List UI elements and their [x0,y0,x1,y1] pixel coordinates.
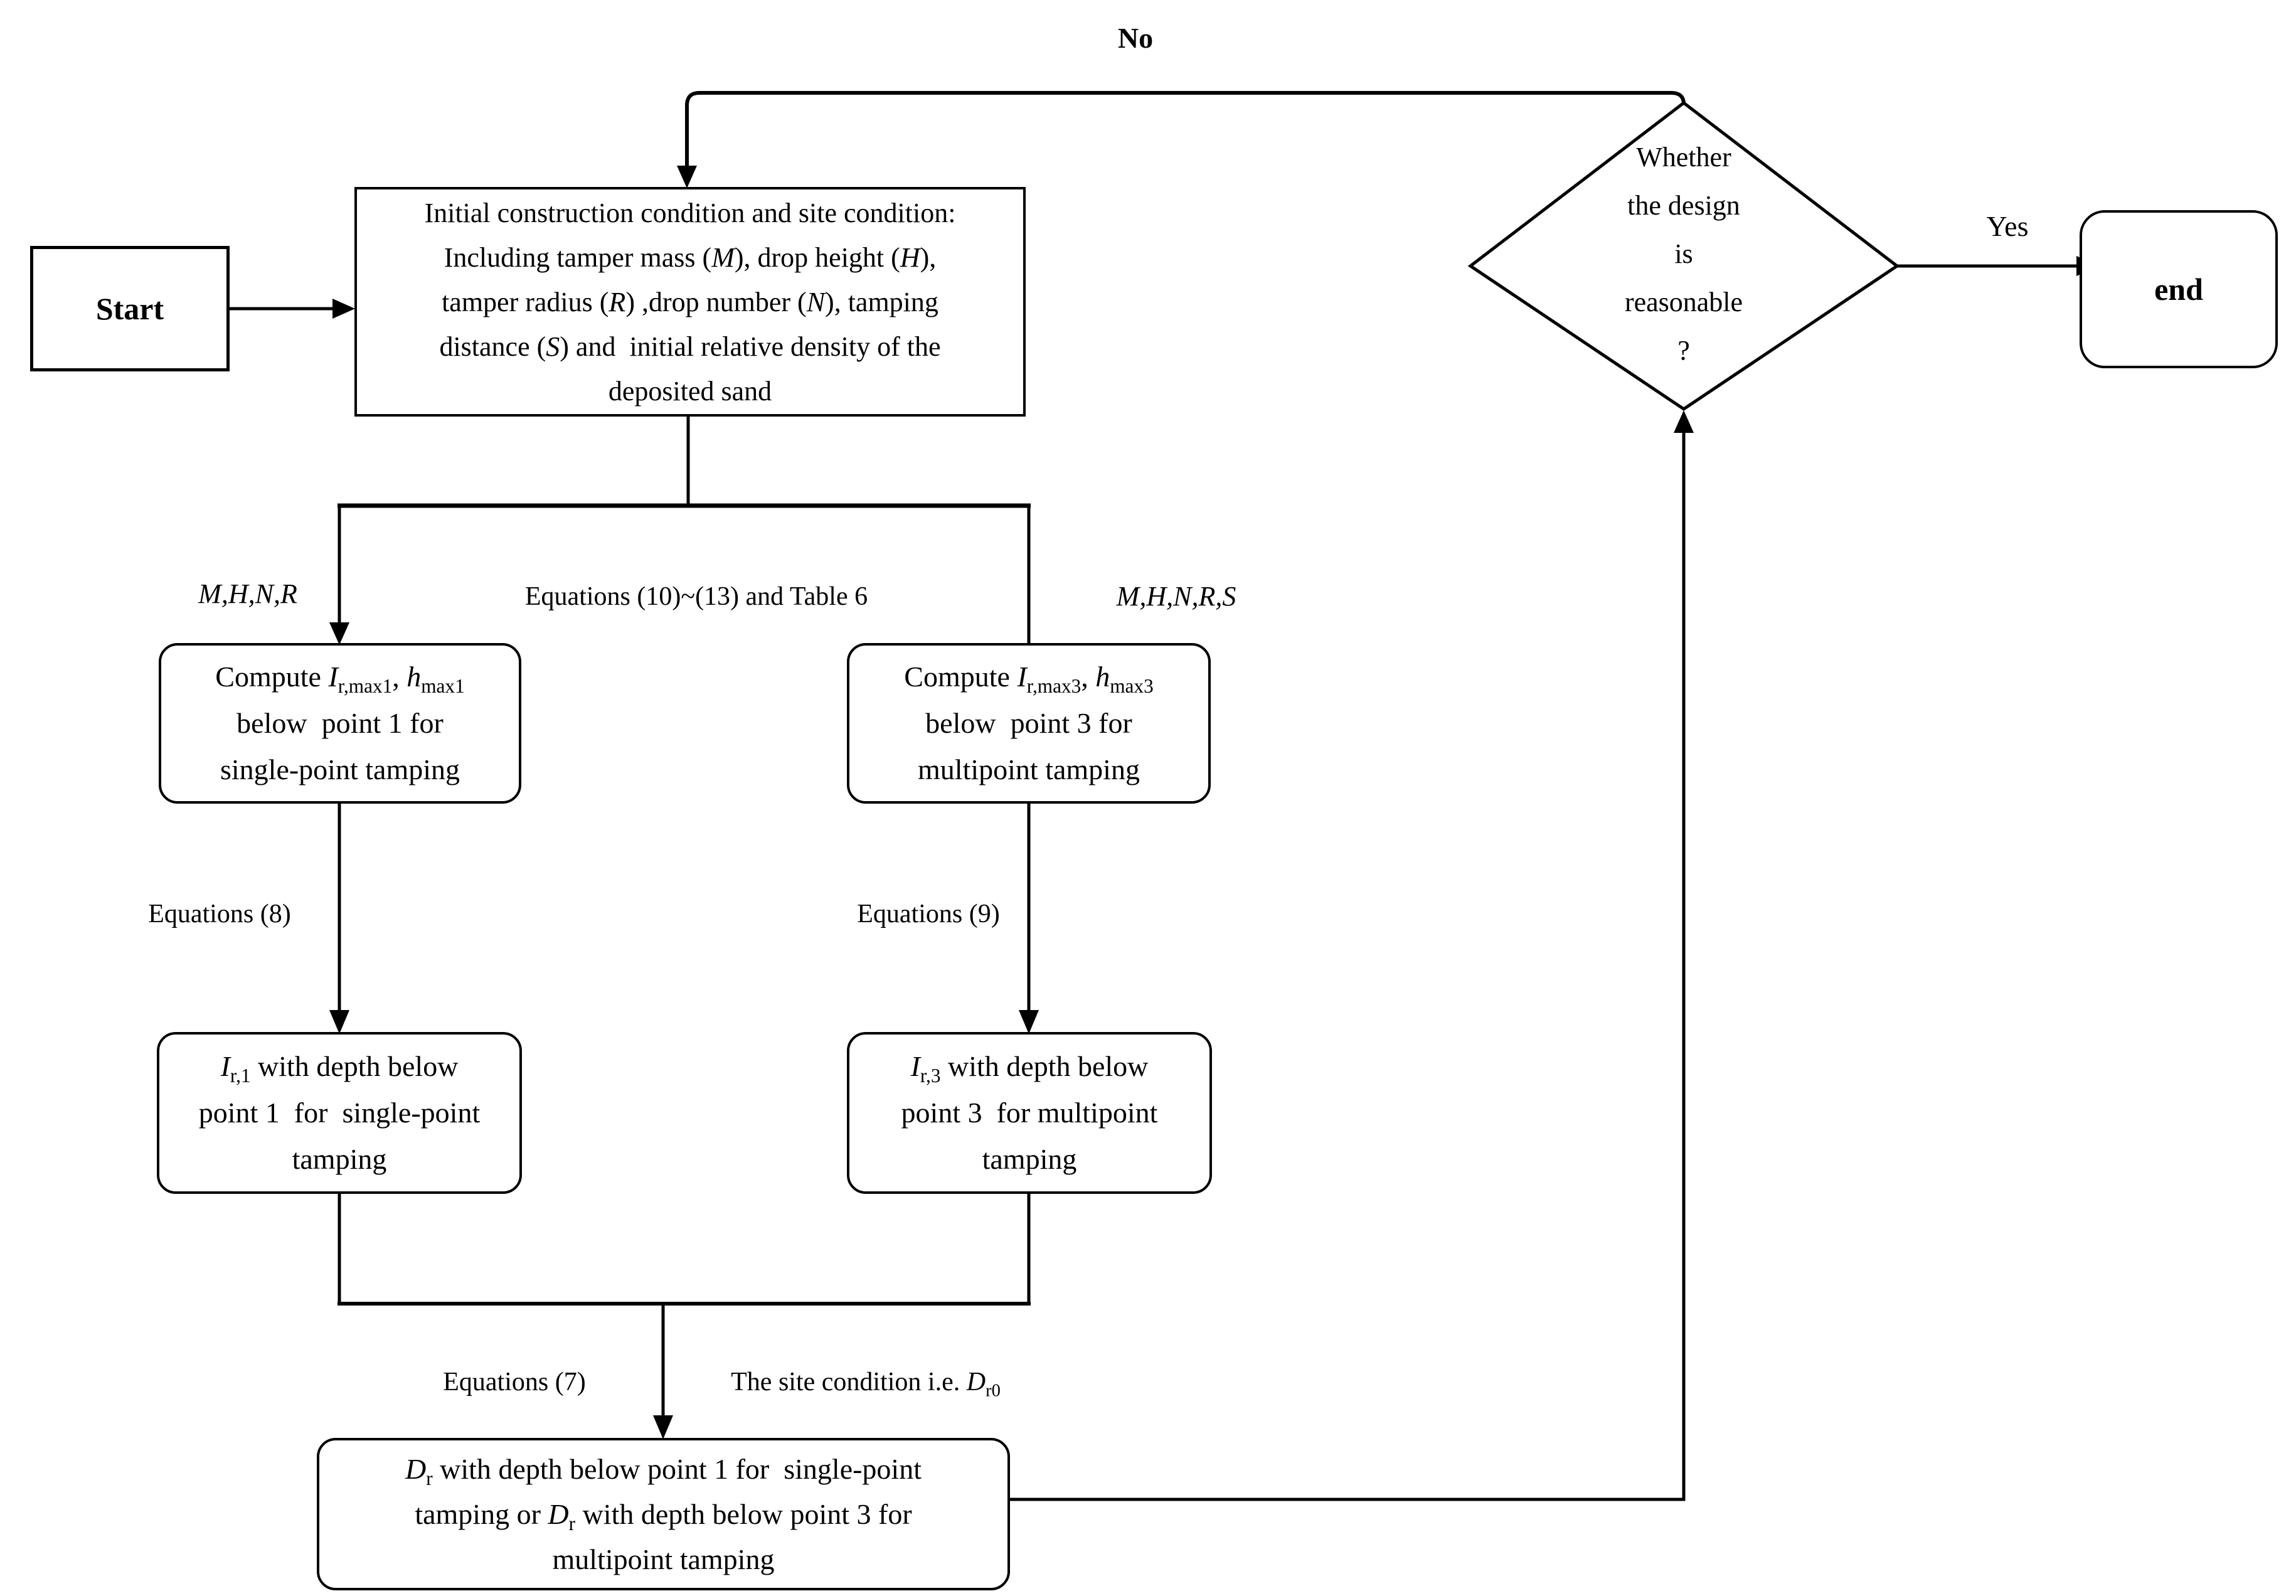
decision-line: ? [1677,335,1690,366]
end-node: end [2080,210,2278,368]
label-mhnrs: M,H,N,R,S [1116,581,1236,612]
start-label: Start [95,291,164,326]
arrowhead-into-initial-left [332,299,355,319]
edge-no-return [685,91,1686,168]
initial-condition-text: Initial construction condition and site … [424,197,956,407]
label-equations-10-13: Equations (10)~(13) and Table 6 [524,582,868,611]
arrowhead-into-initial-top [677,166,697,188]
decision-line: is [1674,238,1693,269]
end-label: end [2154,272,2203,307]
start-node: Start [30,246,230,371]
label-site-condition: The site condition i.e. Dr0 [731,1368,1001,1401]
edge-dr-to-decision [1010,432,1686,1501]
label-mhnr: M,H,N,R [198,578,297,609]
arrowhead-into-ir3 [1019,1010,1039,1034]
decision-diamond-shape [1467,100,1900,412]
label-equations-9: Equations (9) [857,900,1000,928]
label-no: No [1117,22,1154,54]
dr-text: Dr with depth below point 1 for single-p… [405,1452,922,1575]
decision-line: Whether [1636,142,1731,173]
label-yes: Yes [1986,210,2029,242]
dr-node: Dr with depth below point 1 for single-p… [317,1438,1010,1590]
decision-line: reasonable [1624,287,1743,317]
arrowhead-into-compute1 [329,622,349,645]
arrowhead-into-ir1 [329,1010,349,1034]
decision-diamond-text: Whether the design is reasonable ? [1546,133,1822,375]
decision-line: the design [1627,190,1740,221]
arrowhead-into-dr [653,1415,673,1439]
label-equations-8: Equations (8) [148,900,291,928]
arrowhead-into-decision [1674,410,1694,433]
initial-condition-node: Initial construction condition and site … [354,187,1026,417]
label-equations-7: Equations (7) [443,1368,586,1396]
